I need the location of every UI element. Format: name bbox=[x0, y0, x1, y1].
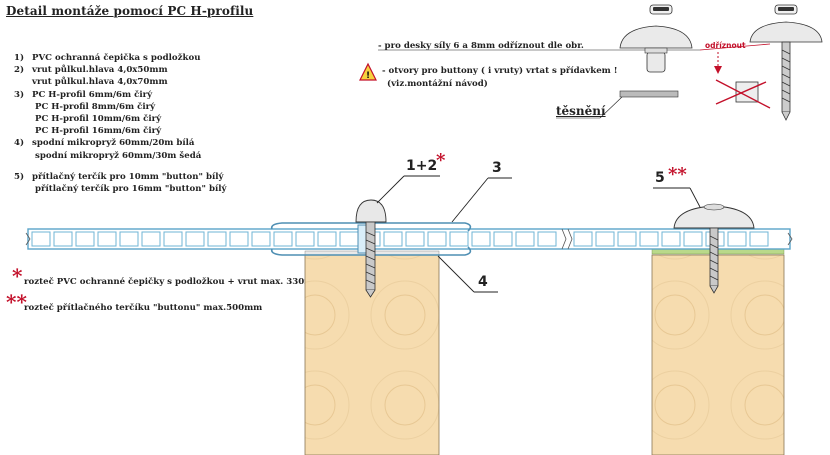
panel-cell bbox=[449, 231, 469, 247]
item-text: PC H-profil 6mm/6m čirý bbox=[32, 89, 153, 100]
crossed-box-icon bbox=[715, 79, 771, 109]
panel-cell bbox=[273, 231, 293, 247]
panel-cell bbox=[185, 231, 205, 247]
item-text: PC H-profil 8mm/6m čirý bbox=[32, 101, 156, 112]
callout-5: 5 bbox=[655, 170, 665, 186]
callout-1-2: 1+2 bbox=[406, 158, 438, 174]
cap-and-screw bbox=[355, 199, 387, 298]
seal-strip bbox=[556, 90, 679, 119]
panel-cell bbox=[251, 231, 271, 247]
panel-cell bbox=[141, 231, 161, 247]
panel-cell bbox=[727, 231, 747, 247]
item-text: přítlačný terčík pro 10mm "button" bílý bbox=[32, 171, 224, 182]
item-text: vrut půlkul.hlava 4,0x70mm bbox=[32, 77, 168, 88]
item-text: PC H-profil 16mm/6m čirý bbox=[32, 126, 162, 137]
list-item: 2) vrut půlkul.hlava 4,0x50mm bbox=[14, 64, 227, 76]
item-number: 4) bbox=[14, 138, 25, 149]
warning-line-2: (viz.montážní návod) bbox=[387, 79, 488, 89]
panel-cell bbox=[639, 231, 659, 247]
item-text: spodní mikropryž 60mm/20m bílá bbox=[32, 138, 195, 149]
panel-cell bbox=[573, 231, 593, 247]
list-item: 4) spodní mikropryž 60mm/20m bílá bbox=[14, 137, 227, 149]
spacing-note-1: rozteč PVC ochranné čepičky s podložkou … bbox=[24, 277, 323, 287]
panel-cell bbox=[537, 231, 557, 247]
panel-cell bbox=[471, 231, 491, 247]
panel-cell bbox=[405, 231, 425, 247]
star-single: * bbox=[12, 264, 23, 288]
item-number: 2) bbox=[14, 65, 25, 76]
item-text: PVC ochranná čepička s podložkou bbox=[32, 53, 201, 63]
panel-cell bbox=[97, 231, 117, 247]
panel-cell bbox=[749, 231, 769, 247]
item-number: 1) bbox=[14, 53, 25, 63]
item-text: vrut půlkul.hlava 4,0x50mm bbox=[32, 65, 168, 76]
warning-line-1: - otvory pro buttony ( i vruty) vrtat s … bbox=[382, 66, 618, 76]
callout-4: 4 bbox=[478, 274, 488, 290]
spacing-note-2: rozteč přítlačného terčíku "buttonu" max… bbox=[24, 303, 263, 313]
parts-list: 1) PVC ochranná čepička s podložkou 2) vru… bbox=[14, 52, 227, 195]
list-item: 1) PVC ochranná čepička s podložkou bbox=[14, 52, 227, 64]
thickness-note: - pro desky síly 6 a 8mm odříznout dle o… bbox=[378, 41, 584, 51]
panel-cell bbox=[515, 231, 535, 247]
panel-cell bbox=[617, 231, 637, 247]
cut-arrow-icon bbox=[714, 52, 722, 74]
panel-cell bbox=[75, 231, 95, 247]
screw-detail bbox=[749, 4, 823, 121]
panel-cell bbox=[427, 231, 447, 247]
callout-1-2-star: * bbox=[436, 150, 446, 171]
panel-break-marks bbox=[25, 228, 793, 250]
polycarbonate-panel bbox=[27, 228, 791, 250]
drawing-title: Detail montáže pomocí PC H-profilu bbox=[6, 4, 254, 18]
list-item: 3) PC H-profil 6mm/6m čirý bbox=[14, 89, 227, 101]
panel-cell bbox=[229, 231, 249, 247]
item-text: přítlačný terčík pro 16mm "button" bílý bbox=[32, 184, 227, 195]
panel-cell bbox=[31, 231, 51, 247]
svg-text:!: ! bbox=[366, 71, 370, 81]
panel-cell bbox=[317, 231, 337, 247]
panel-cell bbox=[163, 231, 183, 247]
star-double: ** bbox=[6, 290, 27, 314]
callout-5-star: ** bbox=[668, 164, 687, 185]
panel-cell bbox=[683, 231, 703, 247]
panel-cell bbox=[339, 231, 359, 247]
wood-post-right bbox=[651, 254, 785, 455]
warning-icon: ! bbox=[359, 62, 377, 81]
panel-cell bbox=[119, 231, 139, 247]
seal-label: těsnění bbox=[556, 104, 606, 118]
panel-cell bbox=[53, 231, 73, 247]
item-text: PC H-profil 10mm/6m čirý bbox=[32, 114, 162, 125]
callout-leaders bbox=[376, 175, 701, 293]
button-washer bbox=[673, 203, 755, 294]
cut-line bbox=[699, 43, 771, 51]
cap-detail bbox=[619, 4, 693, 73]
panel-cell bbox=[661, 231, 681, 247]
panel-cell bbox=[383, 231, 403, 247]
item-number: 5) bbox=[14, 171, 25, 182]
panel-cell bbox=[207, 231, 227, 247]
item-text: spodní mikropryž 60mm/30m šedá bbox=[32, 150, 202, 161]
panel-cell bbox=[595, 231, 615, 247]
cut-label: odříznout bbox=[705, 41, 746, 50]
item-number: 3) bbox=[14, 89, 25, 100]
callout-3: 3 bbox=[492, 160, 502, 176]
panel-cell bbox=[493, 231, 513, 247]
panel-cell bbox=[295, 231, 315, 247]
list-item: 5) přítlačný terčík pro 10mm "button" bíl… bbox=[14, 171, 227, 183]
